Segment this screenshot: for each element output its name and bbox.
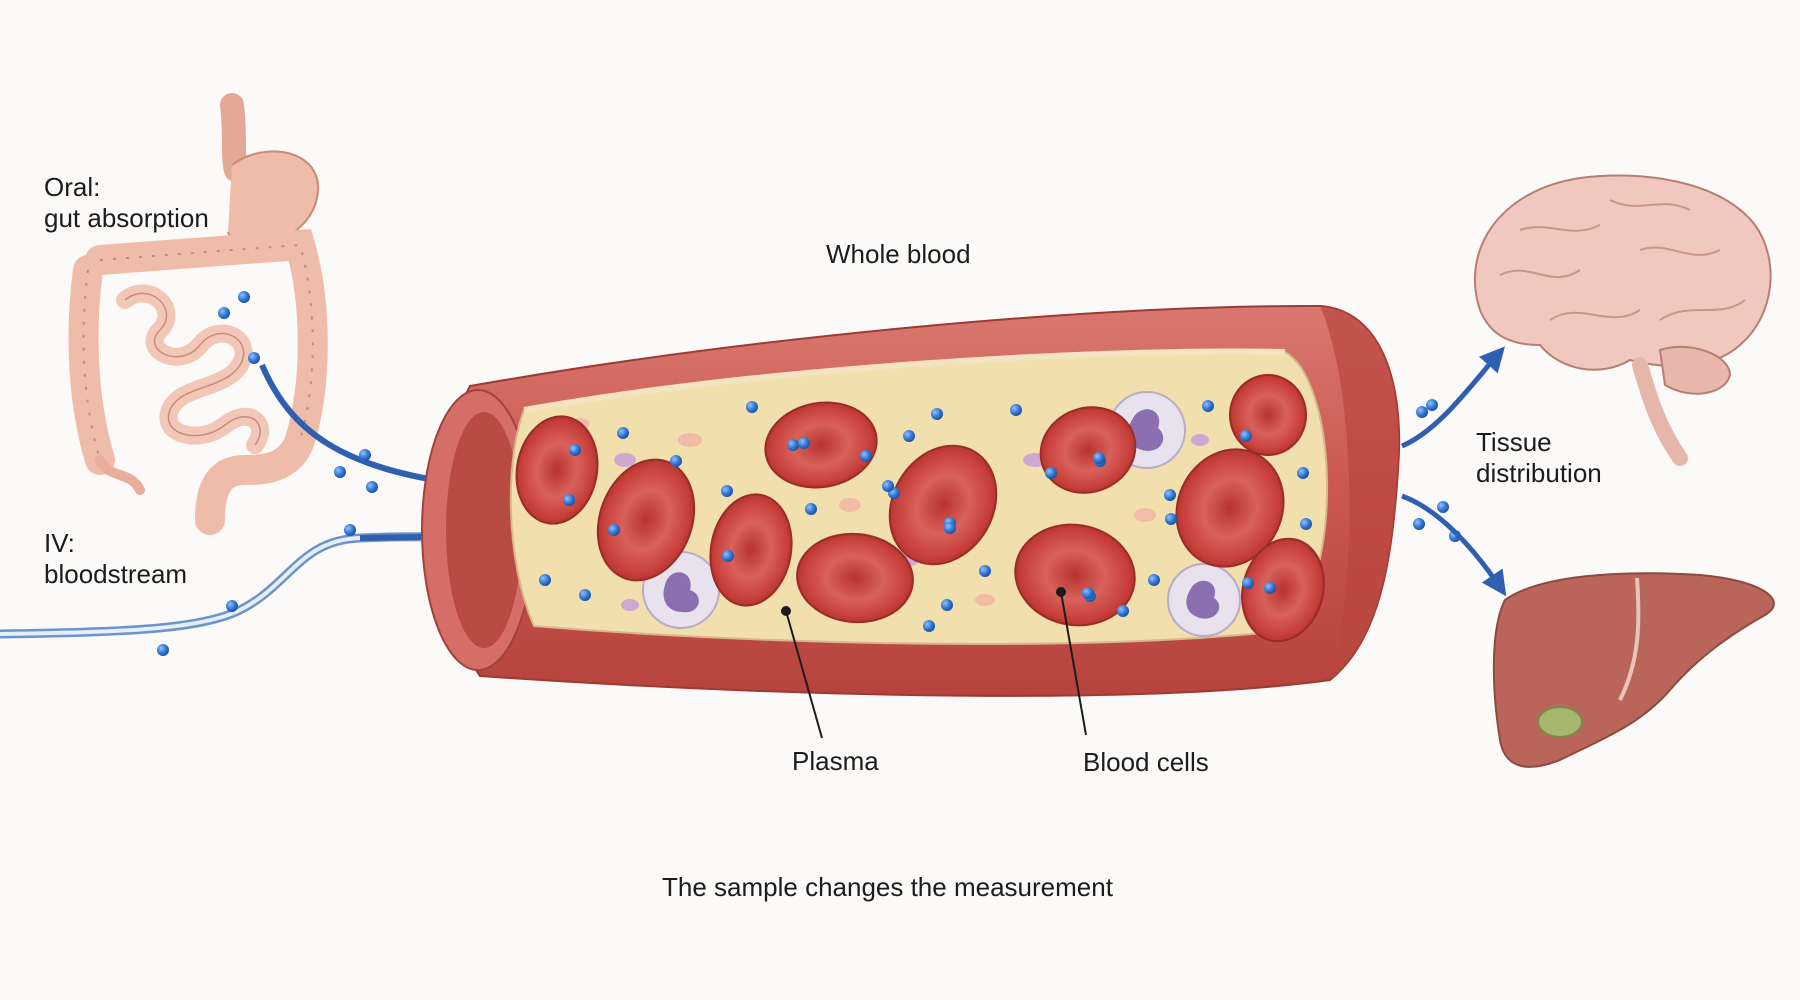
brain-distribution-arrow: [1401, 346, 1505, 449]
label-leader-lines: [785, 591, 1087, 739]
red-blood-cell-icon: [515, 374, 1325, 643]
tissue-distribution-label: Tissue distribution: [1476, 427, 1602, 489]
gut-icon: [68, 93, 328, 535]
diagram-caption: The sample changes the measurement: [662, 872, 1113, 902]
oral-route-label: Oral: gut absorption: [44, 172, 209, 234]
plasma-label: Plasma: [792, 746, 879, 776]
brain-icon: [1474, 174, 1772, 466]
blood-cells-label: Blood cells: [1083, 747, 1209, 777]
tissue-label-line1: Tissue: [1476, 427, 1552, 457]
oral-route-title: Oral:: [44, 172, 101, 202]
tissue-label-line2: distribution: [1476, 458, 1602, 488]
oral-route-subtitle: gut absorption: [44, 203, 209, 233]
whole-blood-label: Whole blood: [826, 239, 971, 269]
blood-cells-pointer-dot: [1056, 587, 1066, 597]
liver-distribution-arrow: [1401, 493, 1507, 597]
oral-absorption-arrow: [259, 363, 479, 498]
liver-icon: [1492, 572, 1775, 768]
plasma-pointer-dot: [781, 606, 791, 616]
iv-route-subtitle: bloodstream: [44, 559, 188, 589]
iv-route-title: IV:: [44, 528, 75, 558]
iv-route-label: IV: bloodstream: [44, 528, 187, 590]
